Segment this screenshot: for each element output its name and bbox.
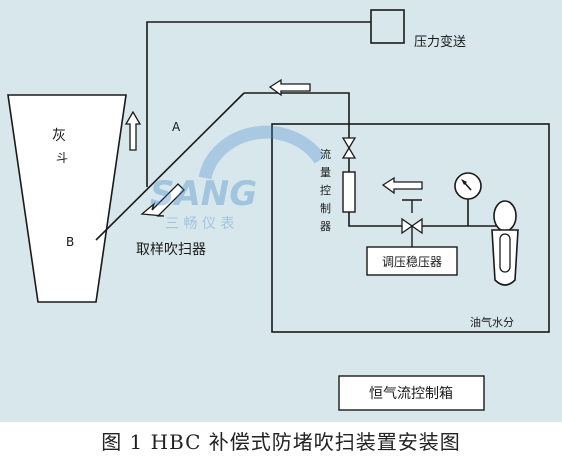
sampling-blower-label: 取样吹扫器 [136, 242, 206, 258]
flow-controller-char-1: 流 [320, 147, 331, 161]
installation-diagram: 压力变送 灰 斗 B A 流 量 控 制 器 [7, 9, 550, 411]
flow-controller-char-5: 器 [320, 220, 331, 233]
flow-controller-char-3: 控 [320, 183, 331, 197]
watermark-chinese: 三 畅 仪 表 [165, 216, 234, 232]
flow-controller-char-4: 制 [320, 202, 331, 215]
hopper [7, 94, 127, 303]
point-b-label: B [66, 235, 74, 249]
control-pipe [348, 212, 505, 227]
watermark-brand: SANG [150, 174, 257, 214]
regulator-valve-icon [401, 217, 414, 235]
hopper-label-2: 斗 [56, 151, 68, 165]
control-box-outline [271, 123, 550, 333]
pressure-transmitter-label: 压力变送 [414, 34, 466, 50]
down-left-arrow-icon [140, 183, 185, 217]
top-valve-icon [341, 137, 357, 150]
flow-meter-tube [342, 171, 356, 213]
hopper-label-1: 灰 [52, 128, 66, 144]
left-arrow-icon-top [268, 78, 311, 97]
figure-caption: 图 1 HBC 补偿式防堵吹扫装置安装图 [101, 430, 461, 454]
oil-gas-water-label: 油气水分 [470, 315, 514, 329]
left-arrow-icon-box [381, 176, 423, 195]
pressure-transmitter-box [370, 9, 405, 44]
control-box-nameplate [338, 375, 485, 411]
flow-controller-char-2: 量 [320, 166, 331, 179]
sampling-line [95, 92, 245, 241]
separator-body [491, 229, 519, 286]
pressure-pipe [146, 21, 371, 187]
pressure-regulator-box [366, 246, 458, 276]
watermark-arc [198, 125, 326, 180]
control-box-label: 恒气流控制箱 [369, 386, 453, 402]
separator-cap [493, 200, 517, 232]
up-arrow-icon [124, 110, 142, 151]
pressure-regulator-label: 调压稳压器 [382, 254, 442, 269]
point-a-label: A [172, 120, 181, 134]
